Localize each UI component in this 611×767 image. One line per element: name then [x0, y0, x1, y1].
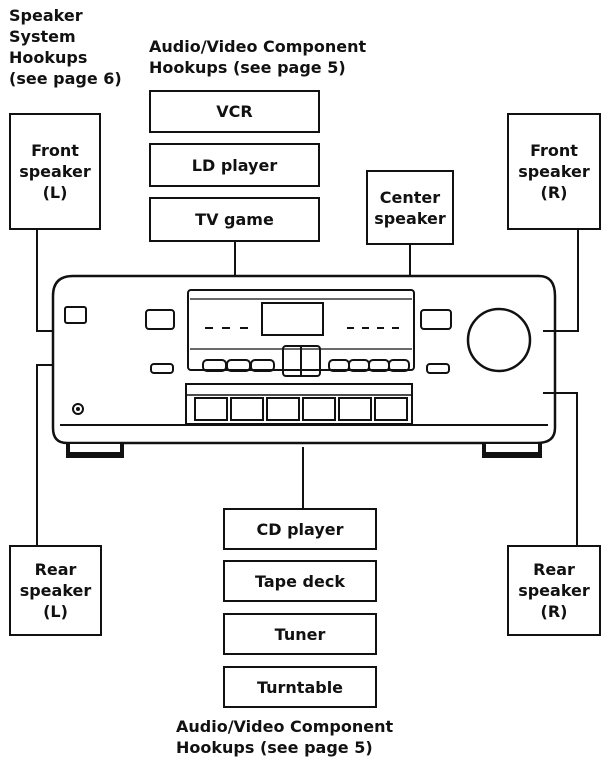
foot-right-inner: [486, 444, 538, 452]
component-tv-game: TV game: [149, 197, 320, 242]
right-button: [420, 309, 452, 330]
component-turntable: Turntable: [223, 666, 377, 708]
left-knob-button: [145, 309, 175, 330]
center-speaker: Center speaker: [366, 170, 454, 245]
display-window: [261, 302, 324, 336]
volume-knob: [466, 307, 532, 373]
front-right-speaker: Front speaker (R): [507, 113, 601, 230]
headphone-jack: [72, 403, 84, 415]
component-tape-deck: Tape deck: [223, 560, 377, 602]
front-left-speaker: Front speaker (L): [9, 113, 101, 230]
wire-front-left: [36, 230, 52, 332]
right-small-button: [426, 363, 450, 374]
receiver-body: [51, 274, 557, 445]
av-hookups-note-top: Audio/Video Component Hookups (see page …: [149, 37, 367, 77]
rear-left-speaker: Rear speaker (L): [9, 545, 102, 636]
component-vcr: VCR: [149, 90, 320, 133]
component-tuner: Tuner: [223, 613, 377, 655]
wire-rear-left: [36, 364, 52, 545]
center-selector: [282, 345, 321, 377]
av-hookups-note-bottom: Audio/Video Component Hookups (see page …: [176, 717, 394, 757]
speaker-hookups-note: Speaker System Hookups (see page 6): [9, 6, 122, 88]
foot-left-inner: [70, 444, 120, 452]
power-button: [64, 306, 87, 324]
component-ld-player: LD player: [149, 143, 320, 187]
rear-right-speaker: Rear speaker (R): [507, 545, 601, 636]
component-cd-player: CD player: [223, 508, 377, 550]
input-selector-bank: [185, 383, 413, 425]
left-small-button: [150, 363, 174, 374]
wire-rear-right: [543, 392, 578, 545]
